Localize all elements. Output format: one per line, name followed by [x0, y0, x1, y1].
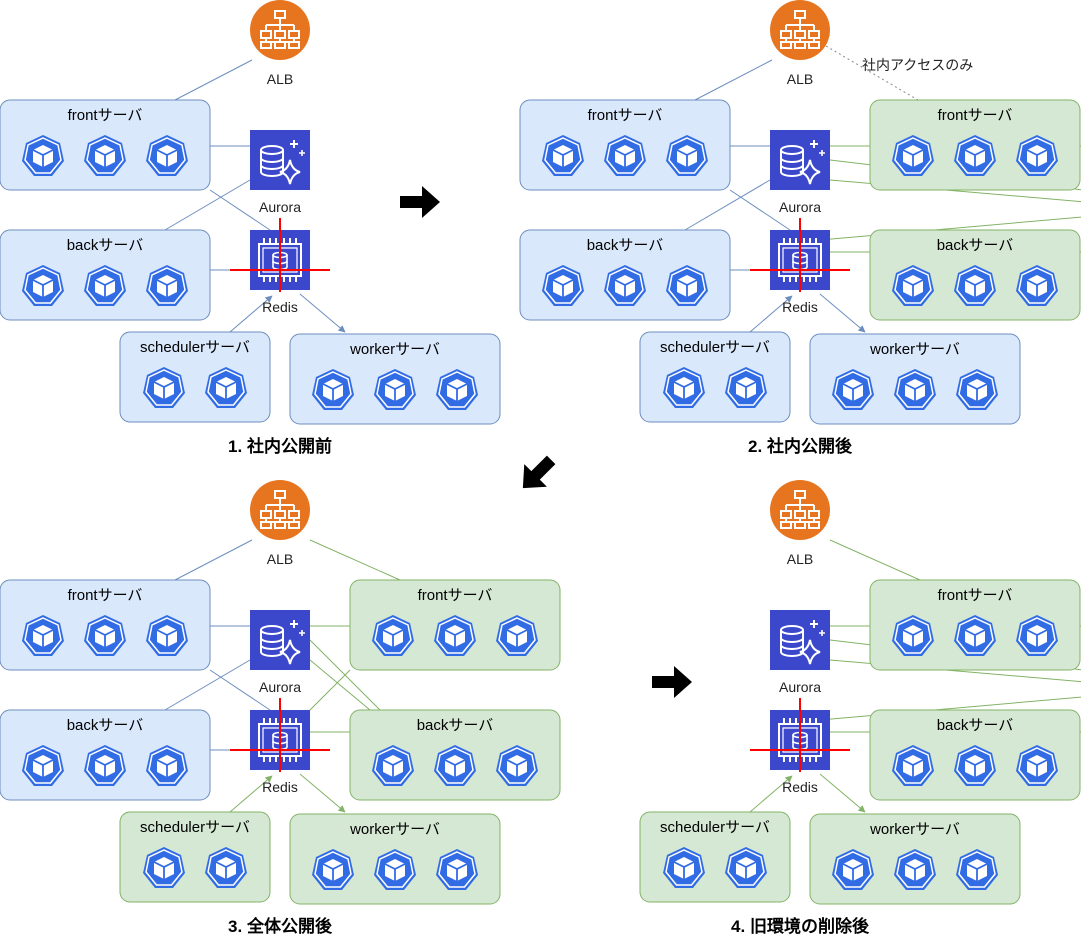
new-back-server: backサーバ: [349, 709, 561, 801]
connector-line: [164, 179, 251, 231]
server-label: backサーバ: [937, 237, 1014, 254]
new-back-server: backサーバ: [869, 709, 1081, 801]
step-arrow-icon: [400, 186, 440, 218]
load-balancer-icon: [770, 480, 830, 540]
aurora-database-icon: [770, 610, 830, 670]
scheduler-to-redis-arrow: [229, 775, 273, 813]
scheduler-to-redis-arrow: [749, 775, 793, 813]
step-arrow-icon: [522, 455, 556, 489]
old-back-server: backサーバ: [519, 229, 731, 321]
internal-access-connector: [825, 45, 919, 101]
connector-line: [164, 659, 251, 711]
aurora-database-icon: [770, 130, 830, 190]
server-label: frontサーバ: [418, 587, 493, 604]
old-front-server: frontサーバ: [519, 99, 731, 191]
load-balancer-icon: [770, 0, 830, 60]
server-label: workerサーバ: [349, 341, 440, 358]
redis-to-worker-arrow: [819, 773, 866, 813]
redis-to-worker-arrow: [819, 293, 866, 333]
server-label: schedulerサーバ: [140, 339, 250, 356]
server-label: schedulerサーバ: [660, 339, 770, 356]
scheduler-server: schedulerサーバ: [119, 331, 271, 423]
server-label: backサーバ: [417, 717, 494, 734]
connector-line: [174, 59, 253, 101]
step-caption: 3. 全体公開後: [228, 916, 333, 936]
connector-line: [729, 189, 791, 231]
server-label: schedulerサーバ: [660, 819, 770, 836]
worker-server: workerサーバ: [809, 813, 1021, 905]
server-label: frontサーバ: [68, 107, 143, 124]
connector-line: [684, 179, 771, 231]
server-label: frontサーバ: [588, 107, 663, 124]
old-front-server: frontサーバ: [0, 99, 211, 191]
redis-label: Redis: [782, 299, 818, 315]
redis-to-worker-arrow: [299, 293, 346, 333]
server-label: backサーバ: [67, 237, 144, 254]
old-back-server: backサーバ: [0, 229, 211, 321]
server-label: workerサーバ: [869, 341, 960, 358]
redis-label: Redis: [262, 779, 298, 795]
connector-line: [174, 539, 253, 581]
new-front-server: frontサーバ: [869, 579, 1081, 671]
new-front-server: frontサーバ: [869, 99, 1081, 191]
internal-access-note: 社内アクセスのみ: [862, 57, 973, 73]
scheduler-server: schedulerサーバ: [639, 811, 791, 903]
scheduler-server: schedulerサーバ: [639, 331, 791, 423]
server-label: frontサーバ: [938, 587, 1013, 604]
server-label: backサーバ: [937, 717, 1014, 734]
redis-label: Redis: [262, 299, 298, 315]
step-caption: 4. 旧環境の削除後: [731, 916, 870, 936]
aurora-label: Aurora: [259, 679, 301, 695]
step-caption: 2. 社内公開後: [748, 436, 853, 456]
server-label: frontサーバ: [68, 587, 143, 604]
aurora-label: Aurora: [779, 679, 821, 695]
server-label: backサーバ: [67, 717, 144, 734]
load-balancer-icon: [250, 0, 310, 60]
scheduler-to-redis-arrow: [229, 295, 273, 333]
alb-label: ALB: [787, 551, 813, 567]
server-label: schedulerサーバ: [140, 819, 250, 836]
old-back-server: backサーバ: [0, 709, 211, 801]
alb-label: ALB: [267, 551, 293, 567]
connector-line: [209, 669, 271, 711]
aurora-database-icon: [250, 610, 310, 670]
worker-server: workerサーバ: [809, 333, 1021, 425]
new-front-server: frontサーバ: [349, 579, 561, 671]
step-arrow-icon: [652, 666, 692, 698]
server-label: backサーバ: [587, 237, 664, 254]
step-caption: 1. 社内公開前: [228, 436, 332, 456]
connector-line: [209, 189, 271, 231]
load-balancer-icon: [250, 480, 310, 540]
connector-line: [829, 539, 921, 581]
aurora-label: Aurora: [779, 199, 821, 215]
connector-line: [309, 659, 371, 711]
connector-line: [309, 639, 381, 711]
worker-server: workerサーバ: [289, 333, 501, 425]
connector-line: [309, 539, 401, 581]
scheduler-to-redis-arrow: [749, 295, 793, 333]
connector-line: [694, 59, 773, 101]
aurora-label: Aurora: [259, 199, 301, 215]
aurora-database-icon: [250, 130, 310, 190]
redis-to-worker-arrow: [299, 773, 346, 813]
alb-label: ALB: [787, 71, 813, 87]
worker-server: workerサーバ: [289, 813, 501, 905]
redis-label: Redis: [782, 779, 818, 795]
server-label: workerサーバ: [869, 821, 960, 838]
alb-label: ALB: [267, 71, 293, 87]
new-back-server: backサーバ: [869, 229, 1081, 321]
server-label: workerサーバ: [349, 821, 440, 838]
old-front-server: frontサーバ: [0, 579, 211, 671]
server-label: frontサーバ: [938, 107, 1013, 124]
scheduler-server: schedulerサーバ: [119, 811, 271, 903]
